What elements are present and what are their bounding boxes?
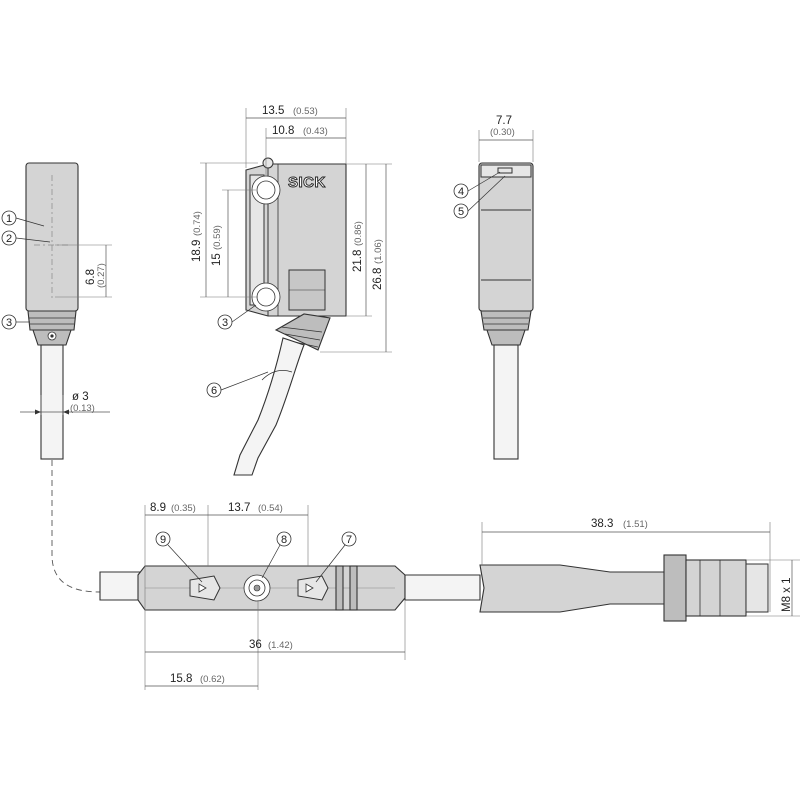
dim-15-8: 15.8 (0.62) [170,673,225,685]
svg-text:7: 7 [346,534,352,546]
dim-26-8-inch: (1.06) [373,239,384,264]
svg-text:3: 3 [6,317,12,329]
side-view [200,108,392,476]
dim-dia-3: ø 3 (0.13) [70,391,95,414]
dim-13-7: 13.7 (0.54) [228,502,283,514]
dim-36: 36 (1.42) [249,639,293,651]
front-view [20,162,112,460]
dim-13-7-mm: 13.7 [228,502,250,514]
callout-9: 9 [155,531,203,583]
dim-dia-3-mm: ø 3 [72,391,89,403]
dim-15-8-inch: (0.62) [200,674,225,685]
svg-text:3: 3 [222,317,228,329]
dim-7-7-mm: 7.7 [496,115,512,127]
dim-8-9-mm: 8.9 [150,502,166,514]
callout-2: 2 [1,230,51,246]
callout-1: 1 [1,210,45,227]
dim-10-8-inch: (0.43) [303,126,328,137]
dim-15: 15 (0.59) [211,225,223,266]
dim-36-mm: 36 [249,639,262,651]
svg-text:2: 2 [6,233,12,245]
dim-10-8: 10.8 (0.43) [272,125,328,137]
dim-13-5-mm: 13.5 [262,105,284,117]
cable-route-line [51,460,130,593]
svg-text:5: 5 [458,206,464,218]
svg-text:8: 8 [281,534,287,546]
svg-text:6: 6 [211,385,217,397]
dim-21-8: 21.8 (0.86) [352,221,364,272]
callout-5: 5 [453,175,506,219]
callout-8: 8 [261,531,292,579]
dim-15-inch: (0.59) [212,225,223,250]
dim-18-9: 18.9 (0.74) [191,211,203,262]
dim-8-9: 8.9 (0.35) [150,502,196,514]
dim-6-8-inch: (0.27) [96,263,107,288]
callout-4: 4 [453,171,501,199]
callout-6: 6 [206,371,269,398]
dim-13-5-inch: (0.53) [293,106,318,117]
callout-7: 7 [315,531,357,583]
sick-logo-text: SICK [288,174,326,191]
svg-text:4: 4 [458,186,464,198]
dim-15-mm: 15 [211,253,223,266]
dim-38-3: 38.3 (1.51) [591,518,648,530]
end-view [478,130,534,460]
svg-text:9: 9 [160,534,166,546]
svg-text:1: 1 [6,213,12,225]
dim-18-9-mm: 18.9 [191,240,203,262]
inline-unit-view [99,505,800,690]
dim-15-8-mm: 15.8 [170,673,192,685]
dim-26-8-mm: 26.8 [372,268,384,290]
dim-thread-m8: M8 x 1 [781,577,793,612]
dim-18-9-inch: (0.74) [192,211,203,236]
dim-21-8-inch: (0.86) [353,221,364,246]
callout-3-front: 3 [1,314,30,330]
dim-10-8-mm: 10.8 [272,125,294,137]
dim-38-3-inch: (1.51) [623,519,648,530]
dim-26-8: 26.8 (1.06) [372,239,384,290]
dim-6-8: 6.8 (0.27) [85,263,107,288]
dim-6-8-mm: 6.8 [85,269,97,285]
dim-13-5: 13.5 (0.53) [262,105,318,117]
dim-13-7-inch: (0.54) [258,503,283,514]
dim-8-9-inch: (0.35) [171,503,196,514]
dim-36-inch: (1.42) [268,640,293,651]
callout-3-side: 3 [217,304,257,330]
dim-21-8-mm: 21.8 [352,250,364,272]
dim-7-7: 7.7 (0.30) [490,115,515,138]
dim-dia-3-inch: (0.13) [70,403,95,414]
dim-7-7-inch: (0.30) [490,127,515,138]
dim-38-3-mm: 38.3 [591,518,613,530]
